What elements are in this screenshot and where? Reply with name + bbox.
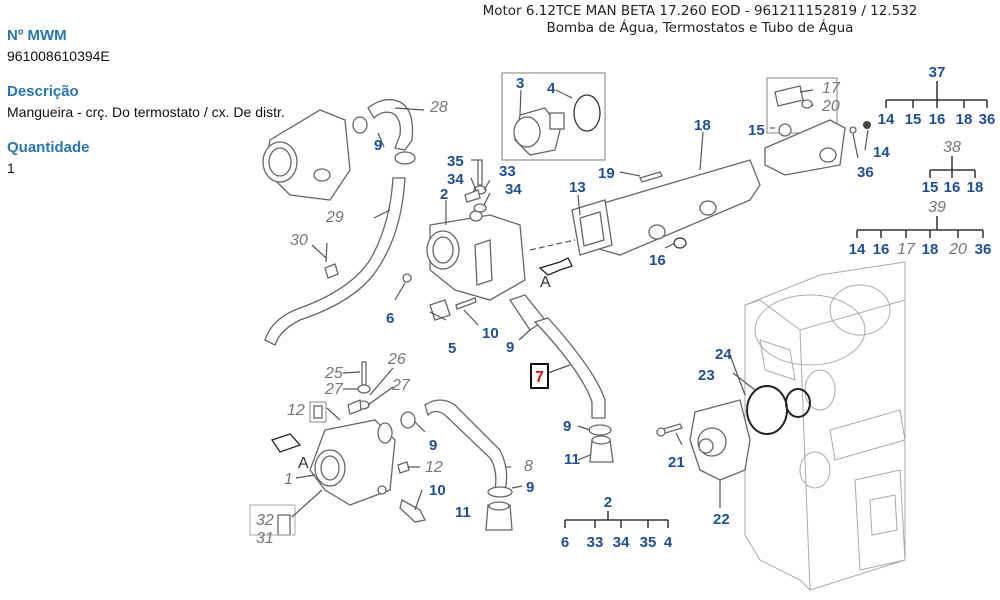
callout-27[interactable]: 27 [324, 381, 344, 398]
kit-2-child-35[interactable]: 35 [640, 534, 657, 551]
mwm-number-label: Nº MWM [7, 27, 67, 44]
thermostat-housing-2-drawing [402, 159, 576, 331]
thermostat-box-drawing [501, 72, 606, 161]
callout-8[interactable]: 8 [524, 458, 533, 475]
callout-2[interactable]: 2 [440, 186, 448, 203]
water-pipe-cover-drawing [764, 77, 871, 176]
part-info-panel: Nº MWM 961008610394E Descrição Mangueira… [7, 27, 292, 195]
callout-10[interactable]: 10 [482, 325, 499, 342]
callout-14[interactable]: 14 [873, 144, 890, 161]
diagram-title-line1: Motor 6.12TCE MAN BETA 17.260 EOD - 9612… [482, 3, 918, 19]
callout-36[interactable]: 36 [857, 164, 874, 181]
callout-6[interactable]: 6 [386, 310, 394, 327]
callout-19[interactable]: 19 [598, 165, 615, 182]
callout-31[interactable]: 31 [256, 530, 274, 547]
kit-38-child-18[interactable]: 18 [967, 179, 984, 196]
kit-37-child-16[interactable]: 16 [929, 111, 946, 128]
kit-39-child-20[interactable]: 20 [948, 241, 967, 258]
callout-12[interactable]: 12 [287, 402, 305, 419]
view-arrow-a-label: A [298, 455, 309, 472]
kit-38-child-16[interactable]: 16 [944, 179, 961, 196]
callout-9[interactable]: 9 [563, 418, 571, 435]
callout-29[interactable]: 29 [325, 209, 344, 226]
kit-37-child-14[interactable]: 14 [878, 111, 895, 128]
kit-2-child-4[interactable]: 4 [664, 534, 673, 551]
kit-37-child-15[interactable]: 15 [905, 111, 922, 128]
callout-27[interactable]: 27 [391, 377, 411, 394]
callout-9[interactable]: 9 [374, 137, 382, 154]
callout-21[interactable]: 21 [668, 454, 685, 471]
callout-24[interactable]: 24 [715, 346, 732, 363]
callout-23[interactable]: 23 [698, 367, 715, 384]
description-value: Mangueira - crç. Do termostato / cx. De … [7, 104, 285, 120]
callout-1[interactable]: 1 [284, 471, 293, 488]
kit-39-label[interactable]: 39 [928, 199, 946, 216]
kit-2-label[interactable]: 2 [604, 494, 612, 511]
callout-16[interactable]: 16 [649, 252, 666, 269]
diagram-title: Motor 6.12TCE MAN BETA 17.260 EOD - 9612… [440, 3, 960, 37]
callout-11[interactable]: 11 [564, 451, 580, 468]
callout-33[interactable]: 33 [499, 163, 516, 180]
kit-39-child-17[interactable]: 17 [897, 241, 916, 258]
callout-9[interactable]: 9 [506, 339, 514, 356]
callout-17[interactable]: 17 [822, 80, 841, 97]
water-pipe-18-drawing [571, 159, 761, 256]
mwm-number-value: 961008610394E [7, 48, 110, 64]
kit-trees: 37 14 15 16 18 36 38 15 16 18 39 14 16 17 18 20 36 2 6 33 34… [561, 64, 996, 551]
kit-37-child-18[interactable]: 18 [956, 111, 973, 128]
callout-10[interactable]: 10 [429, 482, 446, 499]
kit-2-child-33[interactable]: 33 [587, 534, 604, 551]
callout-22[interactable]: 22 [713, 511, 730, 528]
callout-12[interactable]: 12 [425, 459, 443, 476]
callout-20[interactable]: 20 [821, 98, 840, 115]
kit-2-child-34[interactable]: 34 [613, 534, 630, 551]
selected-part-box[interactable] [530, 363, 549, 389]
callout-35[interactable]: 35 [447, 153, 464, 170]
water-pump-drawing [656, 385, 811, 481]
callout-34[interactable]: 34 [505, 181, 522, 198]
callout-30[interactable]: 30 [290, 232, 308, 249]
callout-labels[interactable]: 28 9 29 30 35 34 33 34 2 6 5 10 9 3 4 13… [256, 75, 890, 547]
callout-13[interactable]: 13 [569, 179, 586, 196]
description-label: Descrição [7, 83, 79, 100]
kit-37-label[interactable]: 37 [929, 64, 946, 81]
callout-11[interactable]: 11 [455, 504, 471, 521]
callout-26[interactable]: 26 [387, 351, 406, 368]
callout-18[interactable]: 18 [694, 117, 711, 134]
callout-32[interactable]: 32 [256, 512, 274, 529]
callout-9[interactable]: 9 [526, 479, 534, 496]
callout-25[interactable]: 25 [324, 365, 343, 382]
hose-28-drawing [367, 98, 414, 151]
kit-39-child-36[interactable]: 36 [975, 241, 992, 258]
hose-29-drawing [264, 177, 406, 346]
view-arrow-a-label: A [540, 274, 551, 291]
engine-block-drawing [744, 261, 906, 591]
callout-4[interactable]: 4 [547, 80, 556, 97]
diagram-title-line2: Bomba de Água, Termostatos e Tubo de Águ… [546, 20, 854, 36]
leader-lines [291, 89, 869, 518]
kit-2-child-6[interactable]: 6 [561, 534, 569, 551]
kit-39-child-18[interactable]: 18 [922, 241, 939, 258]
callout-7-selected[interactable]: 7 [535, 369, 544, 386]
kit-39-child-14[interactable]: 14 [849, 241, 866, 258]
kit-39-child-16[interactable]: 16 [873, 241, 890, 258]
callout-28[interactable]: 28 [429, 99, 448, 116]
kit-38-label[interactable]: 38 [943, 139, 961, 156]
thermostat-housing-1-drawing [249, 361, 426, 536]
callout-5[interactable]: 5 [448, 340, 456, 357]
callout-9[interactable]: 9 [429, 437, 437, 454]
callout-15[interactable]: 15 [748, 122, 765, 139]
kit-38-child-15[interactable]: 15 [922, 179, 939, 196]
kit-37-child-36[interactable]: 36 [979, 111, 996, 128]
callout-3[interactable]: 3 [516, 75, 524, 92]
thermostat-housing-ghost-drawing [262, 109, 351, 201]
quantity-label: Quantidade [7, 139, 90, 156]
quantity-value: 1 [7, 160, 15, 176]
hose-7-drawing [533, 317, 606, 419]
callout-34[interactable]: 34 [447, 171, 464, 188]
